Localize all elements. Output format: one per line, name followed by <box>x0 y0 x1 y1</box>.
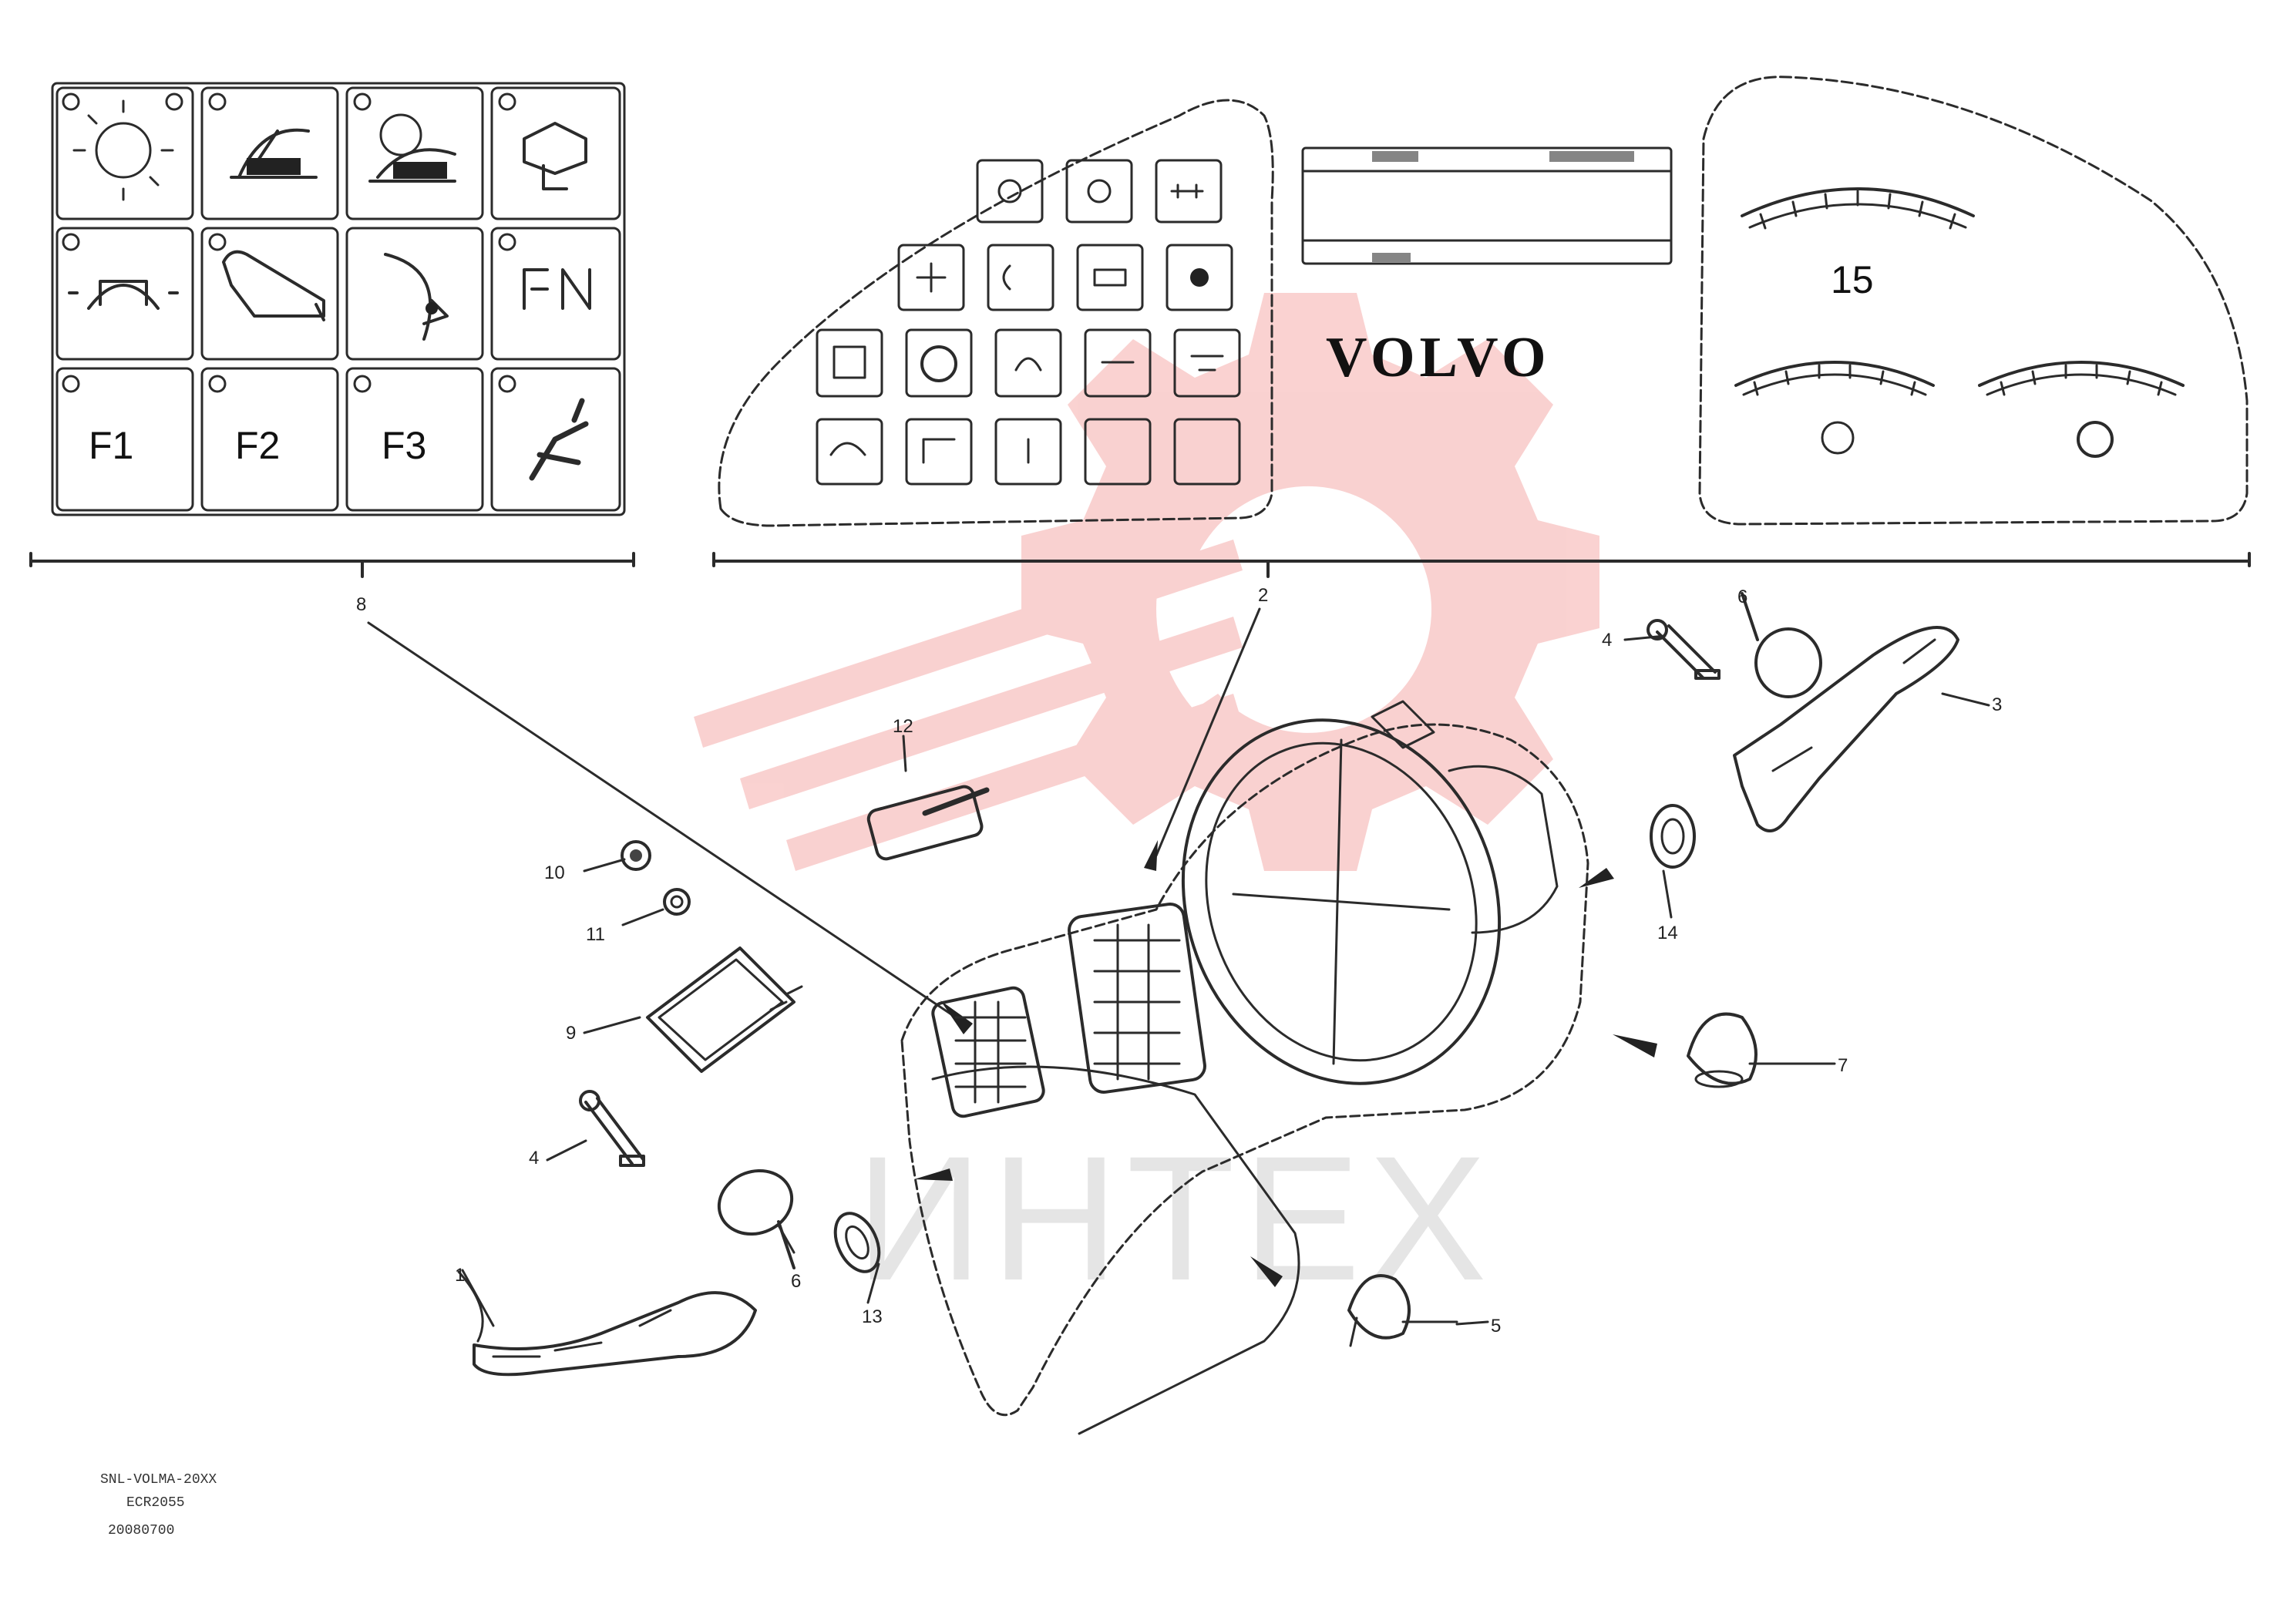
watermark-logo <box>694 293 1599 871</box>
callout-6-left: 6 <box>791 1271 801 1292</box>
panel-keypad <box>816 159 1241 486</box>
gauge-fuel <box>1734 361 1935 455</box>
key-f1-label: F1 <box>89 424 133 467</box>
leader-lines <box>367 607 1990 1327</box>
decal-tile-f1: F1 <box>56 367 194 512</box>
decal-tile-wiper-icon <box>200 86 339 220</box>
part-9-module <box>646 946 803 1073</box>
part-6-ring-left <box>717 1168 796 1269</box>
callout-7: 7 <box>1838 1055 1848 1076</box>
decal-tile-f2: F2 <box>200 367 339 512</box>
callout-12: 12 <box>893 716 913 737</box>
callout-9: 9 <box>566 1023 576 1044</box>
dashboard-assembly <box>900 700 1589 1435</box>
part-3-lever <box>1733 626 1959 832</box>
callout-13: 13 <box>862 1306 883 1327</box>
brand-logo-text: VOLVO <box>1326 326 1551 389</box>
callout-2: 2 <box>1258 585 1268 606</box>
callout-5: 5 <box>1491 1316 1501 1337</box>
part-4-bolt-left <box>579 1090 645 1167</box>
decal-tile-f3: F3 <box>345 367 484 512</box>
part-6-ring-right <box>1741 592 1822 698</box>
decal-tile-seat-icon <box>490 367 621 512</box>
footer-line-3: 20080700 <box>108 1523 174 1538</box>
callout-4-right: 4 <box>1602 630 1612 651</box>
part-14-knob <box>1650 804 1696 869</box>
decal-tile-oil-icon <box>200 227 339 361</box>
part-13-knob <box>833 1212 881 1273</box>
left-decal-bracket <box>29 552 635 578</box>
decal-tile-hydraulic-icon <box>345 227 484 361</box>
decal-tile-horn-icon <box>490 86 621 220</box>
callout-10: 10 <box>544 862 565 883</box>
decal-tile-beacon-icon <box>56 227 194 361</box>
part-11-nut <box>663 888 691 916</box>
callout-11: 11 <box>586 924 605 945</box>
drawing-reference: SNL-VOLMA-20XX ECR2055 20080700 <box>100 1472 217 1538</box>
callout-3: 3 <box>1992 694 2002 715</box>
part-12-switch-plate <box>866 785 990 861</box>
callout-8: 8 <box>356 594 366 615</box>
part-10-knob <box>621 840 651 871</box>
decal-tile-fan-icon <box>490 227 621 361</box>
callout-1: 1 <box>455 1265 465 1286</box>
gauge-readout: 15 <box>1831 258 1874 301</box>
callout-4-left: 4 <box>529 1148 539 1168</box>
part-7-knob <box>1687 1012 1758 1088</box>
right-decal-bracket <box>712 552 2251 578</box>
callout-6-right: 6 <box>1737 587 1747 607</box>
watermark-text: ИНТЕХ <box>856 1119 1495 1317</box>
decal-tile-markers <box>62 92 516 393</box>
switch-decal-grid: F1 F2 F3 <box>51 82 626 516</box>
footer-line-2: ECR2055 <box>126 1495 185 1511</box>
decal-tile-washer-icon <box>345 86 484 220</box>
callout-14: 14 <box>1657 923 1678 943</box>
callout-labels: 8 2 12 10 11 9 4 1 6 13 5 4 6 3 14 7 <box>356 585 2002 1337</box>
footer-line-1: SNL-VOLMA-20XX <box>100 1472 217 1488</box>
gauge-temp <box>1978 361 2185 458</box>
arrow-heads <box>914 840 1657 1287</box>
key-f3-label: F3 <box>382 424 426 467</box>
instrument-panel-decal: VOLVO 15 <box>718 76 2249 527</box>
decal-tile-light-icon <box>56 86 194 220</box>
part-5-knob <box>1347 1274 1458 1347</box>
gauge-speed: 15 <box>1741 187 1975 301</box>
part-4-bolt-right <box>1646 619 1720 680</box>
part-1-lever <box>457 1270 757 1377</box>
key-f2-label: F2 <box>235 424 280 467</box>
